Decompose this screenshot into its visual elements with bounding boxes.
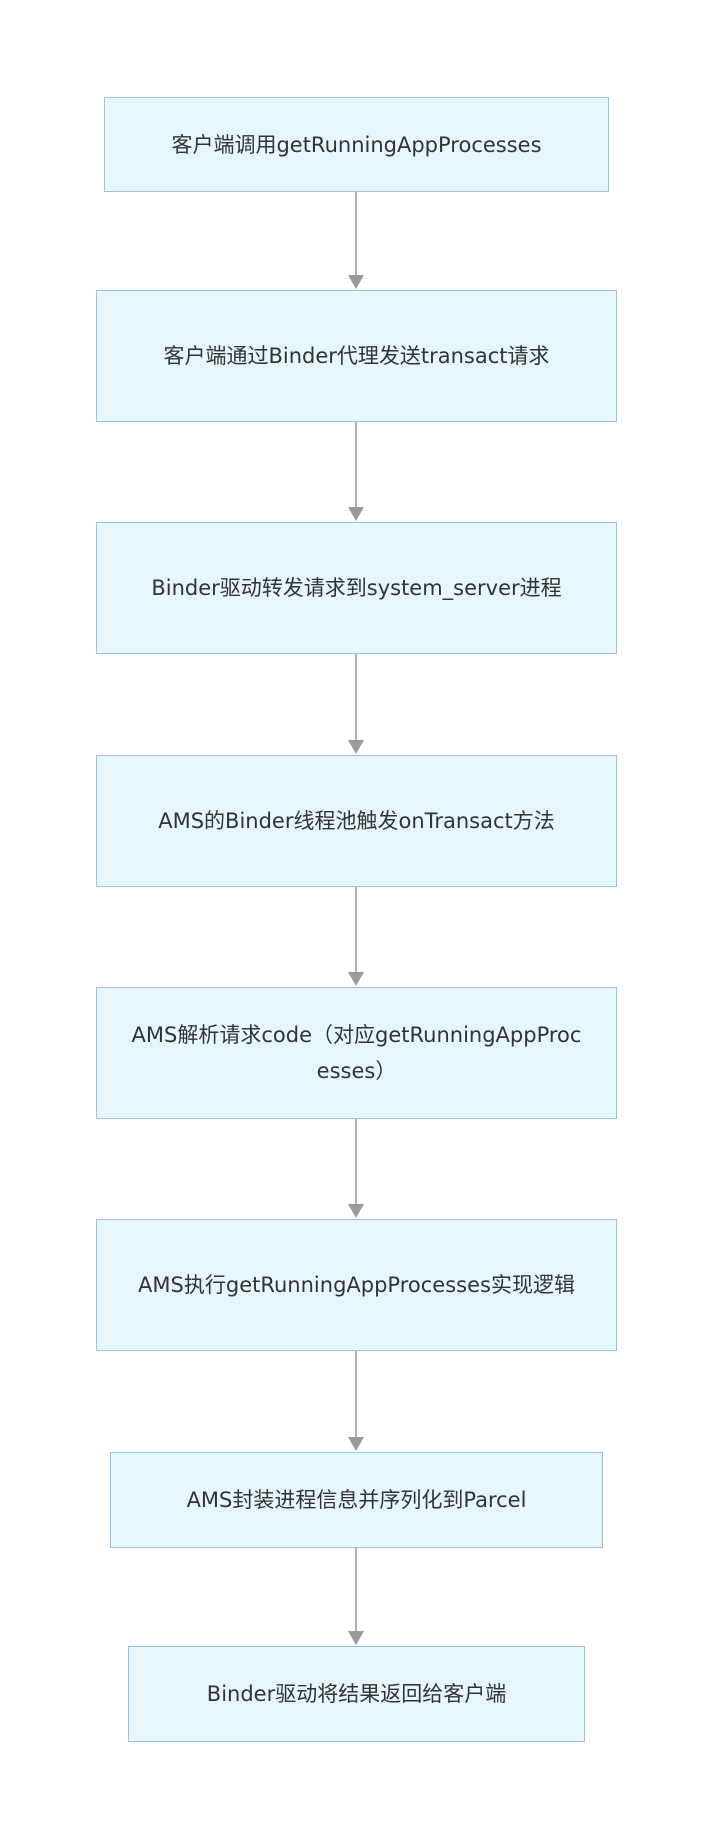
- edge-arrowhead-5: [348, 1204, 364, 1218]
- flow-node-label: AMS解析请求code（对应getRunningAppProcesses）: [131, 1023, 582, 1083]
- flow-node-label: Binder驱动转发请求到system_server进程: [151, 576, 562, 600]
- edge-arrowhead-1: [348, 275, 364, 289]
- flow-node-binder-proxy-transact: 客户端通过Binder代理发送transact请求: [96, 290, 617, 422]
- edge-arrowhead-3: [348, 740, 364, 754]
- flow-node-driver-forward: Binder驱动转发请求到system_server进程: [96, 522, 617, 654]
- flow-node-ams-parse-code: AMS解析请求code（对应getRunningAppProcesses）: [96, 987, 617, 1119]
- flow-node-ams-ontransact: AMS的Binder线程池触发onTransact方法: [96, 755, 617, 887]
- flow-node-ams-serialize-parcel: AMS封装进程信息并序列化到Parcel: [110, 1452, 603, 1548]
- flow-node-ams-execute: AMS执行getRunningAppProcesses实现逻辑: [96, 1219, 617, 1351]
- flow-node-label: AMS的Binder线程池触发onTransact方法: [158, 809, 555, 833]
- edge-arrowhead-7: [348, 1631, 364, 1645]
- flow-node-label: AMS封装进程信息并序列化到Parcel: [186, 1488, 527, 1512]
- flow-node-label: AMS执行getRunningAppProcesses实现逻辑: [138, 1273, 575, 1297]
- edge-arrowhead-6: [348, 1437, 364, 1451]
- flow-node-label: 客户端通过Binder代理发送transact请求: [163, 344, 550, 368]
- flow-node-client-call: 客户端调用getRunningAppProcesses: [104, 97, 609, 192]
- edge-arrowhead-2: [348, 507, 364, 521]
- flow-node-driver-return-result: Binder驱动将结果返回给客户端: [128, 1646, 585, 1742]
- flow-node-label: Binder驱动将结果返回给客户端: [206, 1682, 507, 1706]
- flow-node-label: 客户端调用getRunningAppProcesses: [171, 132, 542, 157]
- edge-arrowhead-4: [348, 972, 364, 986]
